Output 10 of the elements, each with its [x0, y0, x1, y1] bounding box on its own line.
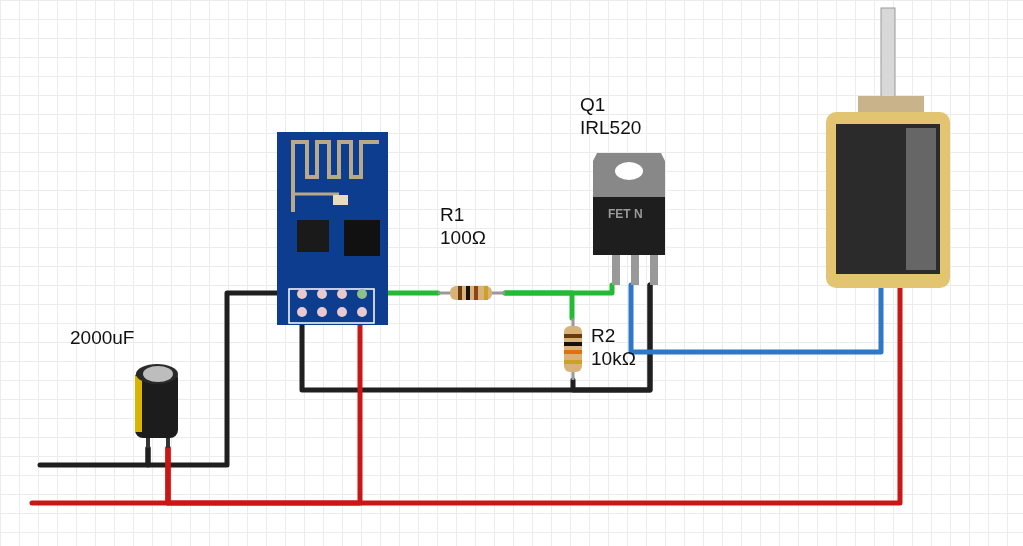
resistor-label: R1 100Ω	[440, 203, 487, 249]
part-marking: FET N	[608, 207, 643, 221]
transistor-label: Q1 IRL520	[580, 93, 643, 139]
wire	[502, 290, 575, 321]
resistor-label: R2 10kΩ	[591, 324, 637, 370]
wifi-module-drawing	[277, 132, 388, 325]
wire	[628, 282, 884, 355]
capacitance-label: 2000uF	[70, 326, 136, 349]
solenoid-drawing	[826, 8, 950, 288]
wire	[570, 282, 653, 393]
